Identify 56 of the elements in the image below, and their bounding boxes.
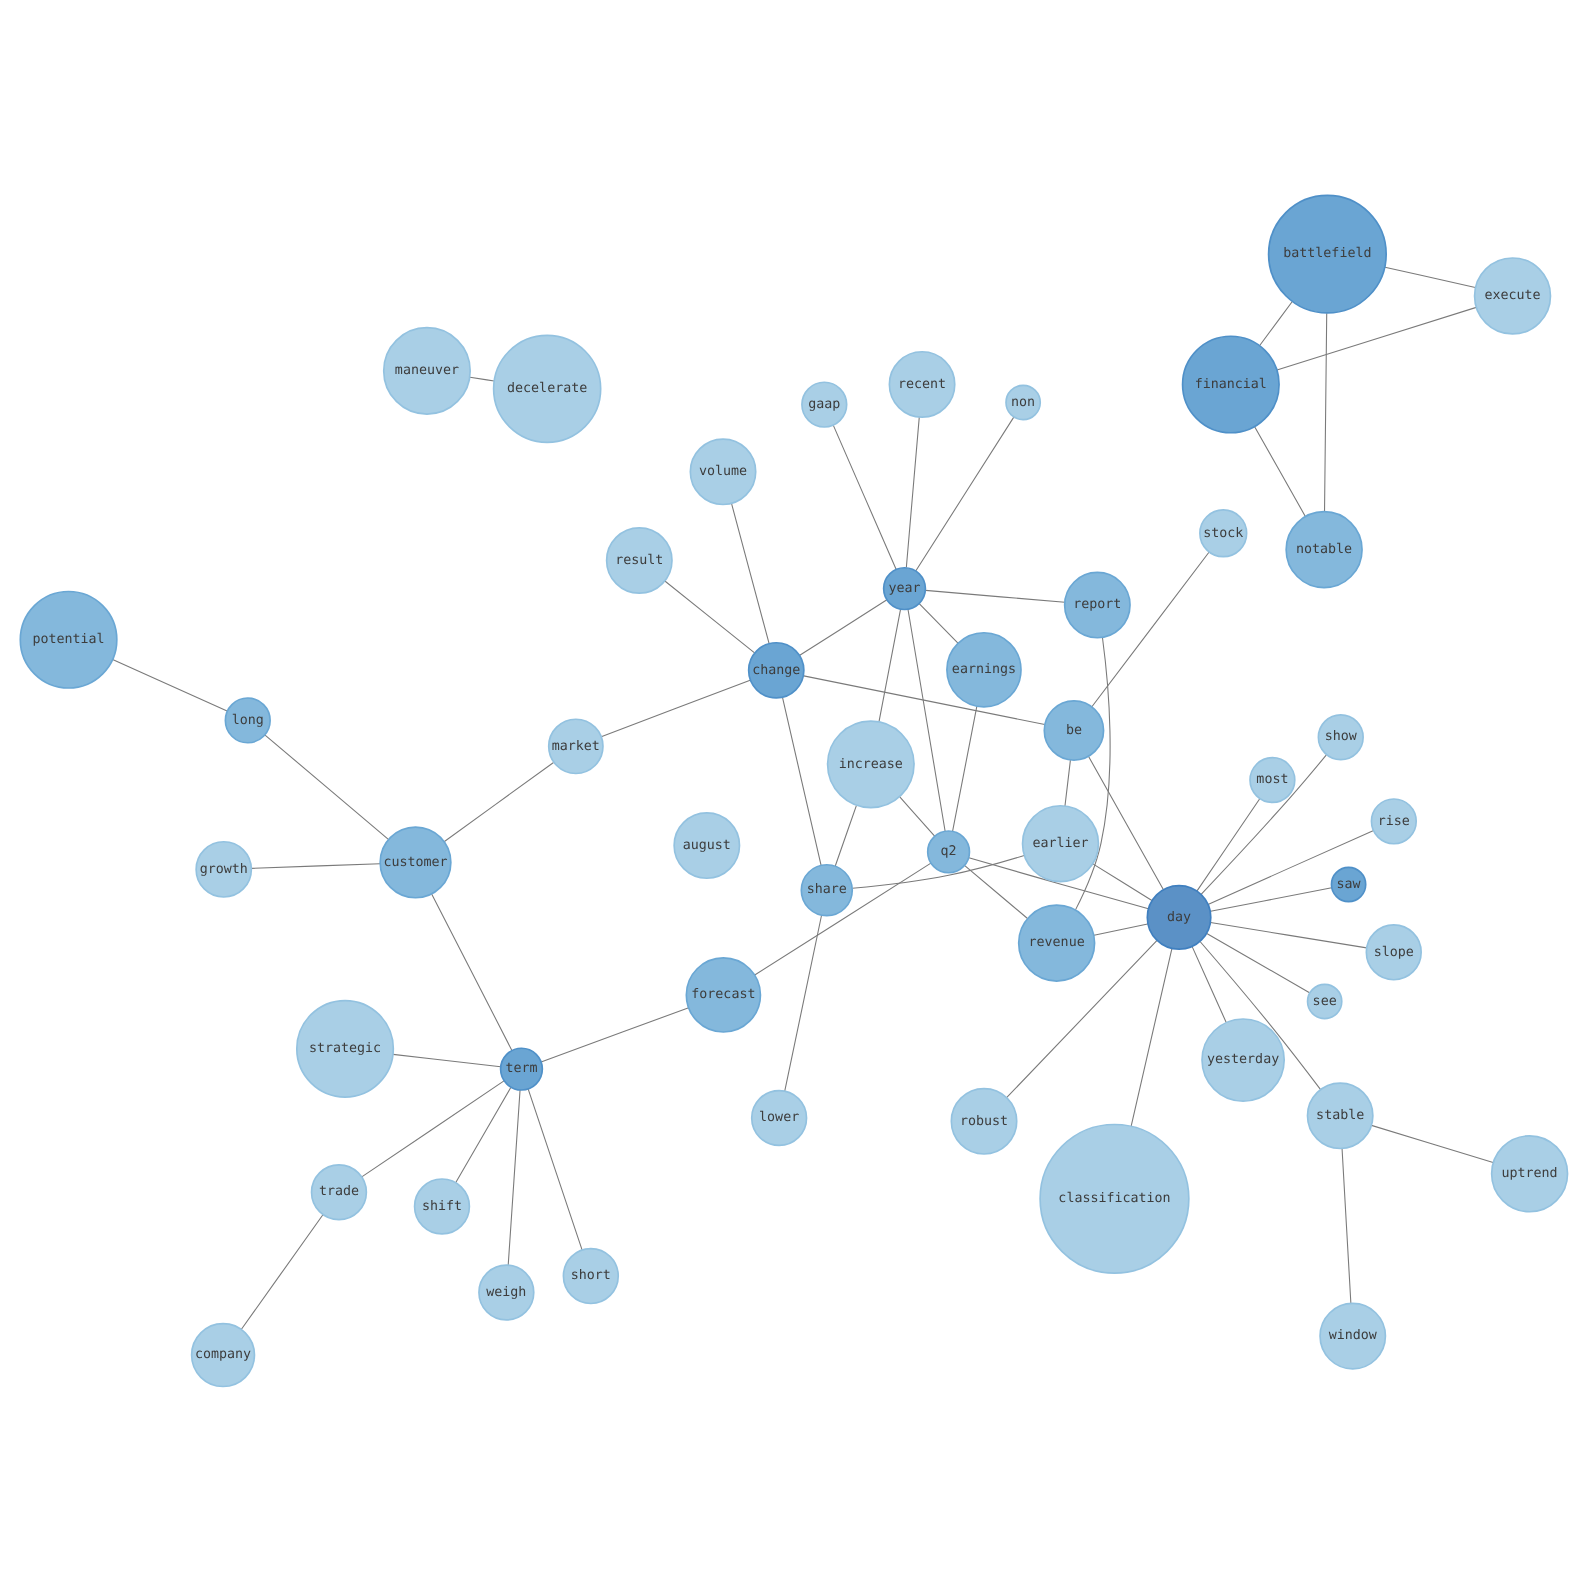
connector bbox=[799, 598, 888, 655]
connector bbox=[1091, 550, 1210, 707]
connector bbox=[455, 1086, 512, 1183]
connector bbox=[1064, 758, 1071, 806]
connector bbox=[251, 862, 381, 868]
connector bbox=[240, 1213, 324, 1329]
connector bbox=[361, 1079, 505, 1177]
connector bbox=[968, 856, 1149, 909]
connector bbox=[527, 1087, 583, 1250]
connector bbox=[915, 415, 1015, 571]
connector bbox=[1370, 1123, 1494, 1163]
connector bbox=[600, 678, 751, 737]
connector bbox=[1130, 946, 1173, 1126]
connector bbox=[730, 501, 770, 643]
connector bbox=[1093, 922, 1149, 935]
connector bbox=[1191, 945, 1227, 1022]
connector bbox=[918, 602, 959, 643]
connector bbox=[1384, 265, 1476, 288]
connector bbox=[851, 853, 1025, 888]
connector bbox=[540, 1006, 690, 1062]
connector bbox=[834, 803, 857, 866]
connector bbox=[907, 607, 946, 831]
connector bbox=[1088, 754, 1164, 889]
connector bbox=[507, 1088, 521, 1265]
connector bbox=[925, 588, 1066, 602]
connector bbox=[664, 579, 756, 653]
connector bbox=[784, 913, 823, 1091]
connector bbox=[905, 415, 920, 568]
connector bbox=[264, 733, 389, 839]
connector bbox=[803, 674, 1046, 725]
connector bbox=[964, 864, 1029, 919]
connector bbox=[832, 423, 897, 569]
connector bbox=[878, 607, 902, 722]
connector bbox=[782, 696, 822, 865]
connector bbox=[952, 704, 978, 831]
connector bbox=[443, 760, 555, 842]
connector bbox=[1209, 920, 1368, 948]
connector bbox=[1006, 938, 1158, 1097]
connector bbox=[1092, 862, 1153, 901]
connector bbox=[1206, 931, 1311, 993]
connector bbox=[1210, 886, 1333, 911]
connector bbox=[392, 1052, 502, 1067]
connector bbox=[469, 375, 495, 381]
connector bbox=[1196, 797, 1261, 891]
connector bbox=[1074, 636, 1111, 910]
connector bbox=[1258, 300, 1293, 346]
connector bbox=[1324, 311, 1328, 512]
connector bbox=[899, 795, 936, 836]
connector bbox=[1254, 425, 1306, 516]
connector bbox=[1341, 1147, 1352, 1303]
connector bbox=[431, 892, 513, 1050]
connector bbox=[112, 658, 228, 711]
connector bbox=[1199, 939, 1321, 1089]
connector bbox=[1200, 753, 1327, 894]
connector bbox=[1276, 305, 1477, 370]
connector bbox=[754, 861, 932, 975]
